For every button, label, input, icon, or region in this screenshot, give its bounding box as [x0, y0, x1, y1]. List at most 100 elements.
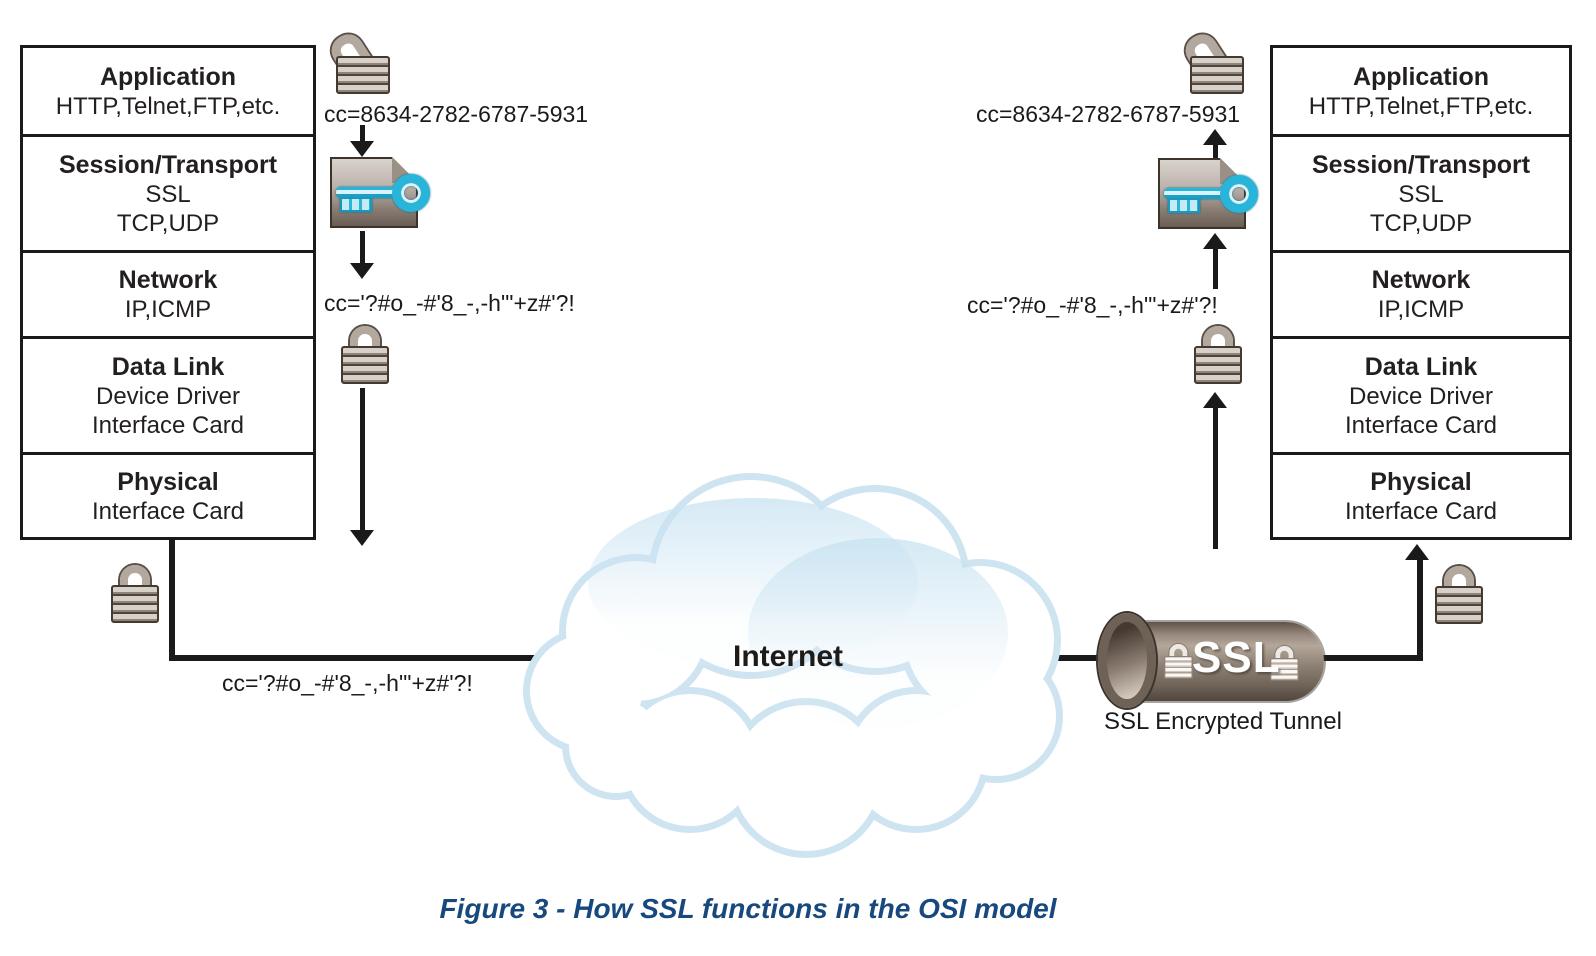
key-shaft [1164, 188, 1226, 199]
osi-row-line: TCP,UDP [1369, 209, 1473, 237]
closed-padlock-icon [341, 326, 389, 384]
arrow-down-icon [350, 141, 374, 157]
network-wire-left-horizontal [169, 655, 600, 661]
open-padlock-icon [326, 18, 390, 94]
arrow-down-icon [350, 530, 374, 546]
padlock-body [1270, 658, 1299, 681]
osi-row-line: HTTP,Telnet,FTP,etc. [55, 92, 281, 120]
osi-row-physical: Physical Interface Card [23, 452, 313, 537]
padlock-shackle [350, 326, 380, 354]
osi-row-network: Network IP,ICMP [1273, 250, 1569, 336]
padlock-body [336, 56, 390, 94]
padlock-shackle [1444, 566, 1474, 594]
osi-row-line: Interface Card [1344, 497, 1498, 525]
ssl-tunnel-opening [1098, 613, 1156, 708]
padlock-body [111, 585, 159, 623]
padlock-body [341, 346, 389, 384]
ssl-tunnel-caption: SSL Encrypted Tunnel [1104, 708, 1342, 735]
osi-stack-right: Application HTTP,Telnet,FTP,etc. Session… [1270, 45, 1572, 540]
padlock-shackle [1169, 644, 1188, 661]
internet-cloud [518, 448, 1066, 858]
ciphertext-label-bottom: cc='?#o_-#'8_-,-h'"+z#'?! [222, 670, 473, 696]
arrow-up-icon [1203, 233, 1227, 249]
osi-row-line: IP,ICMP [1377, 296, 1465, 323]
key-teeth [340, 197, 372, 212]
closed-padlock-icon [1435, 566, 1483, 624]
open-padlock-icon [1180, 18, 1244, 94]
closed-padlock-icon [1164, 644, 1193, 679]
ciphertext-label-left: cc='?#o_-#'8_-,-h'"+z#'?! [324, 290, 575, 316]
ssl-tunnel-label: SSL [1192, 633, 1281, 682]
osi-row-title: Data Link [1364, 352, 1478, 381]
osi-row-physical: Physical Interface Card [1273, 452, 1569, 537]
padlock-body [1194, 346, 1242, 384]
arrow-line [360, 231, 365, 265]
osi-row-data-link: Data Link Device Driver Interface Card [23, 336, 313, 452]
osi-row-title: Physical [117, 467, 219, 496]
key-teeth [1168, 198, 1200, 213]
plaintext-label-left: cc=8634-2782-6787-5931 [324, 101, 589, 127]
osi-row-network: Network IP,ICMP [23, 250, 313, 336]
osi-row-line: Interface Card [1344, 411, 1498, 439]
network-wire-from-tunnel [1320, 655, 1423, 661]
padlock-body [1164, 656, 1193, 679]
cloud-lobe [569, 699, 663, 793]
closed-padlock-icon [111, 565, 159, 623]
osi-row-line: Device Driver [95, 382, 241, 410]
osi-row-title: Session/Transport [58, 150, 278, 179]
network-wire-left-vertical [169, 538, 175, 660]
osi-row-application: Application HTTP,Telnet,FTP,etc. [1273, 48, 1569, 134]
osi-row-title: Network [1371, 266, 1471, 294]
arrow-line [360, 125, 365, 143]
key-bow [392, 174, 430, 212]
osi-row-line: Interface Card [91, 411, 245, 439]
padlock-body [1435, 586, 1483, 624]
closed-padlock-icon [1270, 646, 1299, 681]
arrow-line [1213, 247, 1218, 289]
arrow-up-icon [1203, 129, 1227, 145]
key-bow [1220, 175, 1258, 213]
cloud-tint [748, 538, 1008, 728]
osi-row-title: Application [1352, 62, 1490, 91]
osi-row-line: HTTP,Telnet,FTP,etc. [1308, 92, 1534, 120]
plaintext-label-right: cc=8634-2782-6787-5931 [976, 101, 1241, 127]
arrow-down-icon [350, 263, 374, 279]
osi-row-title: Physical [1370, 467, 1472, 496]
document-key-icon [330, 157, 430, 228]
key-icon [1162, 174, 1258, 218]
osi-row-session-transport: Session/Transport SSL TCP,UDP [23, 134, 313, 250]
padlock-body [1190, 56, 1244, 94]
padlock-shackle [1275, 646, 1294, 663]
osi-row-line: Interface Card [91, 497, 245, 525]
osi-row-line: SSL [145, 180, 191, 208]
osi-row-line: IP,ICMP [124, 296, 212, 323]
internet-label: Internet [732, 640, 843, 673]
network-wire-to-tunnel [1020, 655, 1135, 661]
osi-row-line: SSL [1398, 180, 1444, 208]
cloud-lobe [733, 705, 879, 851]
ciphertext-label-right: cc='?#o_-#'8_-,-h'"+z#'?! [967, 292, 1218, 318]
figure-caption: Figure 3 - How SSL functions in the OSI … [439, 893, 1057, 924]
closed-padlock-icon [1194, 326, 1242, 384]
padlock-shackle [1203, 326, 1233, 354]
osi-row-title: Data Link [111, 352, 225, 381]
document-key-icon [1158, 158, 1258, 229]
osi-row-line: TCP,UDP [116, 209, 220, 237]
arrow-line [360, 388, 365, 532]
osi-row-line: Device Driver [1348, 382, 1494, 410]
network-wire-right-vertical [1417, 560, 1423, 661]
osi-row-application: Application HTTP,Telnet,FTP,etc. [23, 48, 313, 134]
osi-row-title: Network [118, 266, 218, 294]
arrow-up-icon [1405, 544, 1429, 560]
osi-stack-left: Application HTTP,Telnet,FTP,etc. Session… [20, 45, 316, 540]
padlock-shackle [120, 565, 150, 593]
osi-row-session-transport: Session/Transport SSL TCP,UDP [1273, 134, 1569, 250]
osi-row-title: Application [99, 62, 237, 91]
arrow-line [1213, 143, 1218, 159]
arrow-up-icon [1203, 392, 1227, 408]
arrow-line [1213, 406, 1218, 549]
osi-row-title: Session/Transport [1311, 150, 1531, 179]
key-icon [334, 173, 430, 217]
osi-row-data-link: Data Link Device Driver Interface Card [1273, 336, 1569, 452]
